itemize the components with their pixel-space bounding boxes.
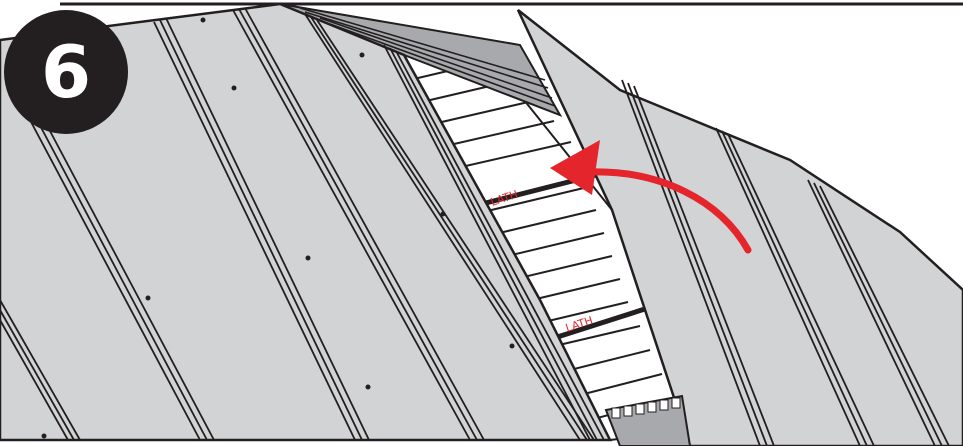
step-number-badge: 6 <box>4 10 128 134</box>
